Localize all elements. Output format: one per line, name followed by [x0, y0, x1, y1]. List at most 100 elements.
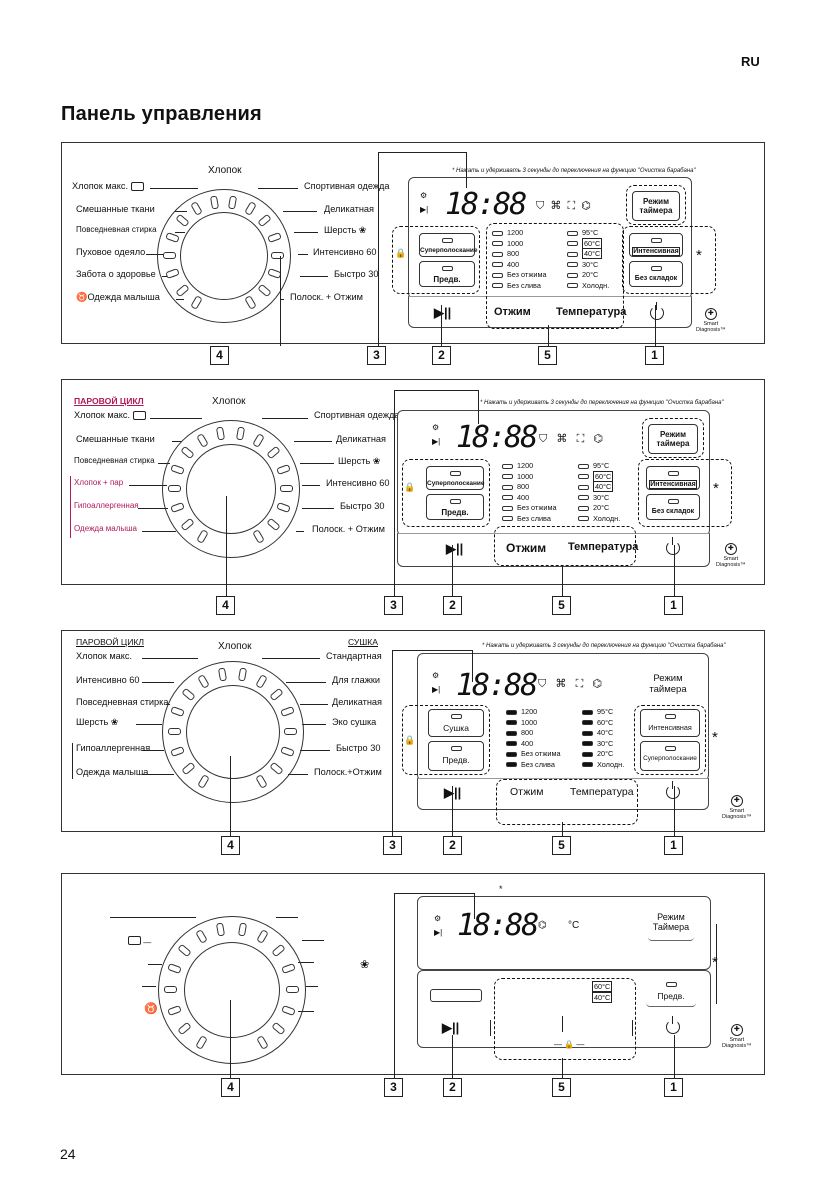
prewash-button[interactable]: Предв. [646, 978, 696, 1007]
program-dial-knob[interactable] [180, 212, 268, 300]
drum-clean-star: * [499, 884, 503, 894]
temp-options: 95°C 60°C 40°C 30°C 20°C Холодн. [582, 707, 624, 770]
leader [283, 211, 317, 212]
program-left-1: Хлопок макс. [72, 181, 144, 192]
dry-button[interactable]: Сушка [428, 709, 484, 737]
program-left-2: Смешанные ткани [76, 204, 155, 214]
control-bar [397, 533, 710, 567]
panel-1: Хлопок Хлопок макс. Смешанные ткани Повс… [61, 142, 765, 344]
callout-leader [452, 786, 453, 836]
play-pause-icon[interactable]: ▶|| [434, 305, 452, 320]
spin-button[interactable]: Отжим [494, 306, 531, 318]
program-dial[interactable] [157, 189, 291, 323]
left-buttons-highlight [402, 705, 490, 775]
program-right-6: Полоск. + Отжим [290, 292, 363, 302]
program-left-3: Повседневная стирка [76, 697, 169, 707]
steam-header: ПАРОВОЙ ЦИКЛ [74, 396, 144, 406]
super-rinse-button[interactable]: Суперполоскание [426, 466, 485, 490]
prewash-button[interactable]: Предв. [428, 741, 484, 771]
crease-care-button[interactable]: Без складок [646, 494, 700, 520]
callout-leader [562, 1058, 563, 1078]
display-digits: 18:88 [457, 908, 539, 943]
drum-clean-icon: ⚙ [432, 671, 440, 680]
steam-bracket [70, 476, 71, 538]
program-dial[interactable] [162, 661, 304, 803]
control-bar [408, 296, 692, 328]
intensive-button[interactable]: Интенсивная [640, 709, 700, 737]
temperature-button[interactable]: Температура [556, 306, 627, 318]
program-dial-knob[interactable] [186, 685, 280, 779]
dial-tick [163, 252, 176, 259]
program-left-1: Хлопок макс. [74, 410, 146, 421]
drum-clean-icon: ⚙ [420, 191, 428, 200]
program-right-6: Полоск.+Отжим [314, 767, 382, 777]
power-icon[interactable] [666, 537, 680, 555]
leader [262, 418, 308, 419]
callout-3: 3 [384, 596, 403, 615]
cotton-plus-icon: — [128, 936, 151, 947]
callout-leader [378, 152, 379, 346]
left-buttons-highlight [402, 459, 490, 527]
program-dial[interactable] [162, 420, 300, 558]
callout-1: 1 [664, 836, 683, 855]
dial-tick [280, 485, 293, 492]
callout-leader [674, 545, 675, 596]
leader [300, 704, 328, 705]
temp-display-icon: ⌬ [538, 920, 547, 931]
super-rinse-button[interactable]: Суперполоскание [640, 741, 700, 771]
intensive-button[interactable]: Интенсивная [646, 466, 700, 490]
program-left-2: Интенсивно 60 [76, 675, 140, 685]
timer-prewash-bracket [716, 924, 717, 1004]
program-right-3: Шерсть ❀ [324, 225, 367, 235]
steam-bracket [72, 743, 73, 779]
temperature-button[interactable]: Температура [568, 541, 639, 553]
leader [138, 508, 168, 509]
spin-button[interactable]: Отжим [506, 541, 547, 555]
spin-button[interactable]: Отжим [510, 786, 544, 798]
callout-leader [478, 390, 479, 424]
temp-options: 60°C 40°C [592, 981, 613, 1003]
leader [142, 531, 176, 532]
program-left-3: Повседневная стирка [76, 225, 157, 234]
option-slot-button[interactable] [430, 989, 482, 1002]
temp-options: 95°C 60°C 40°C 30°C 20°C Холодн. [567, 228, 609, 291]
intensive-button[interactable]: Интенсивная [629, 233, 683, 257]
dial-tick [168, 485, 181, 492]
display-digits: 18:88 [445, 187, 527, 222]
callout-leader [562, 822, 563, 836]
program-left-3: Повседневная стирка [74, 456, 155, 465]
prewash-button[interactable]: Предв. [419, 261, 475, 287]
callout-3: 3 [384, 1078, 403, 1097]
program-right-2: Деликатная [324, 204, 375, 214]
temperature-button[interactable]: Температура [570, 786, 634, 798]
callout-2: 2 [443, 836, 462, 855]
program-dial-knob[interactable] [186, 444, 276, 534]
leader [306, 986, 318, 987]
super-rinse-button[interactable]: Суперполоскание [419, 233, 478, 257]
prewash-button[interactable]: Предв. [426, 494, 484, 520]
drum-clean-icon: ⚙ [432, 423, 440, 432]
program-dial-knob[interactable] [184, 942, 280, 1038]
play-pause-icon[interactable]: ▶|| [446, 541, 464, 556]
leader [300, 463, 334, 464]
power-icon[interactable] [666, 1016, 680, 1034]
panel-2: ПАРОВОЙ ЦИКЛ Хлопок Хлопок макс. Смешанн… [61, 379, 765, 585]
program-right-5: Быстро 30 [340, 501, 385, 511]
options-highlight [494, 526, 636, 566]
leader [158, 463, 170, 464]
play-pause-icon[interactable]: ▶|| [442, 1020, 460, 1035]
crease-care-button[interactable]: Без складок [629, 261, 683, 287]
power-icon[interactable] [650, 302, 664, 320]
power-icon[interactable] [666, 781, 680, 799]
timer-highlight [626, 185, 686, 225]
leader [136, 724, 162, 725]
program-dial[interactable] [158, 916, 306, 1064]
